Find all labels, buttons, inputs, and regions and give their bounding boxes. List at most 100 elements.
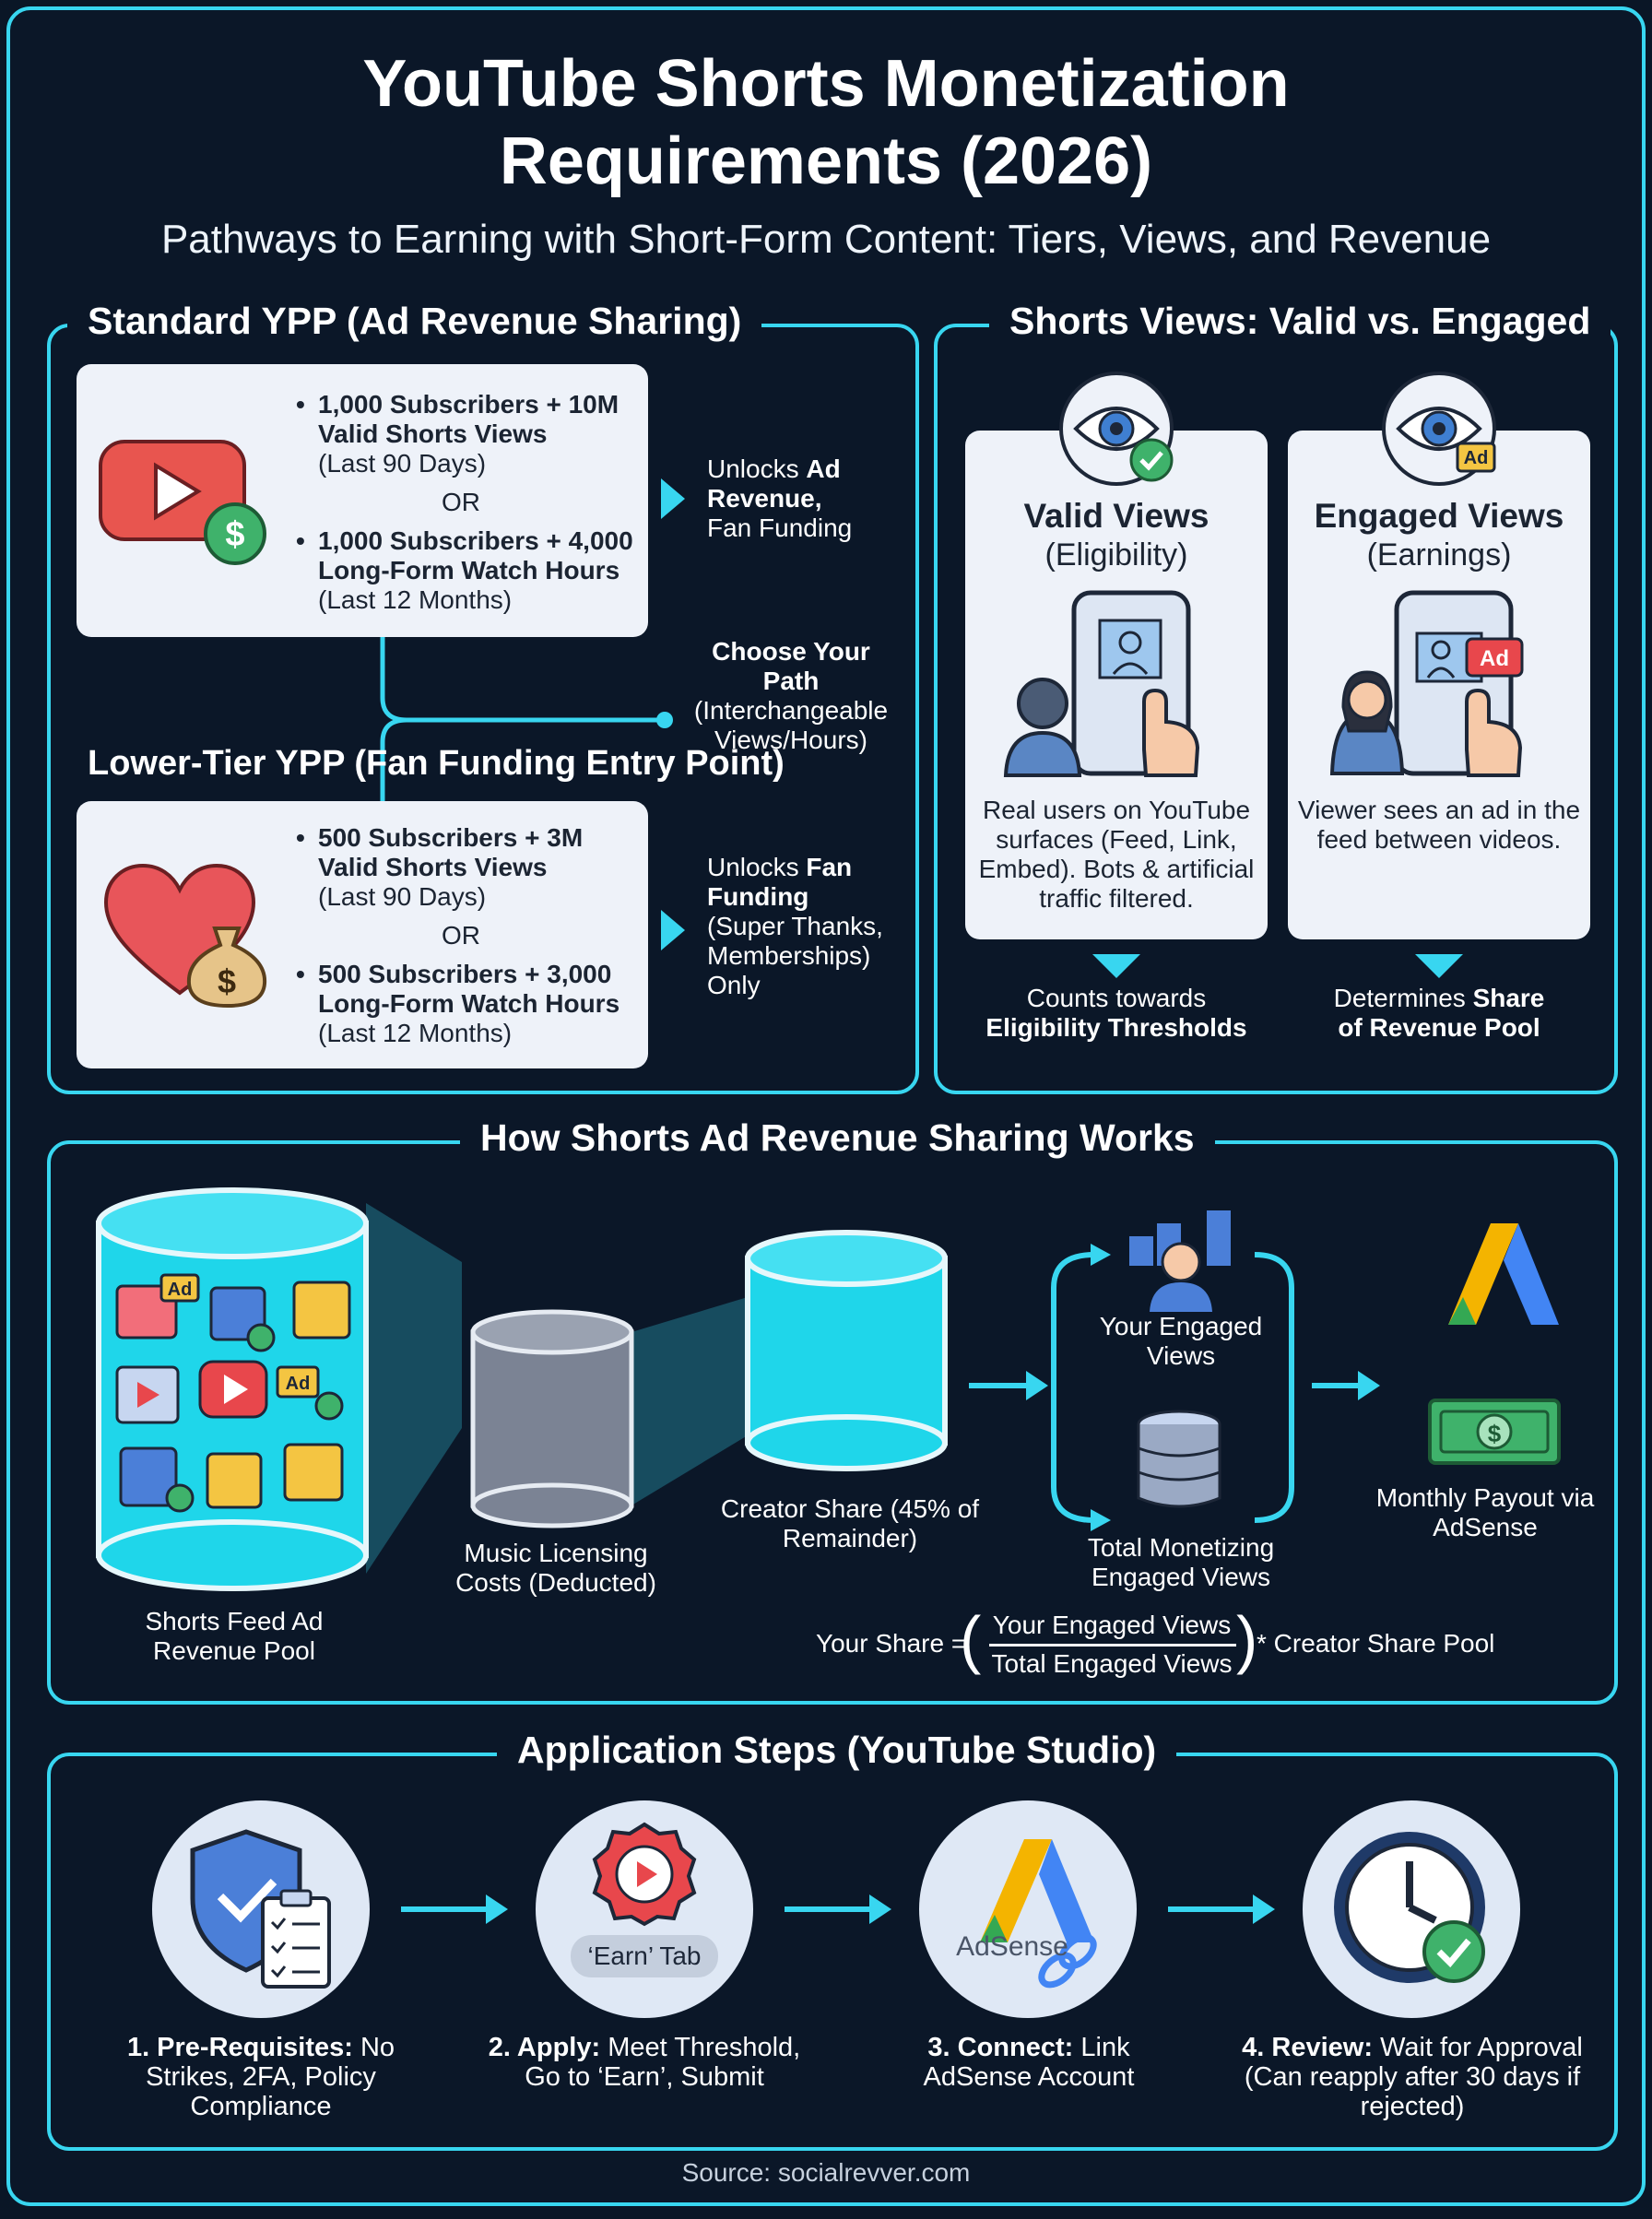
standard-arrow bbox=[661, 478, 685, 519]
standard-req-1: • 1,000 Subscribers + 10M Valid Shorts V… bbox=[296, 390, 620, 478]
step-3-rest: Link AdSense Account bbox=[923, 2033, 1135, 2092]
svg-text:$: $ bbox=[218, 962, 236, 1000]
valid-views-desc: Real users on YouTube surfaces (Feed, Li… bbox=[978, 796, 1255, 913]
engaged-bottom-plain: Determines bbox=[1333, 984, 1466, 1012]
creator-share-label: Creator Share (45% of Remainder) bbox=[720, 1494, 980, 1552]
ad-badge-text: Ad bbox=[1480, 646, 1509, 671]
valid-bottom-line2: Eligibility Thresholds bbox=[985, 1013, 1247, 1042]
user-chart-icon bbox=[1129, 1210, 1231, 1312]
valid-views-title: Valid Views bbox=[1023, 497, 1210, 535]
standard-req-1-note: (Last 90 Days) bbox=[318, 449, 487, 478]
choose-path-note: Choose Your Path (Interchangeable Views/… bbox=[685, 637, 897, 755]
earn-tab-pill: ‘Earn’ Tab bbox=[571, 1935, 718, 1977]
standard-ypp-title: Standard YPP (Ad Revenue Sharing) bbox=[67, 300, 762, 343]
revenue-title: How Shorts Ad Revenue Sharing Works bbox=[460, 1116, 1215, 1160]
database-icon bbox=[1137, 1410, 1221, 1508]
formula-suffix: * Creator Share Pool bbox=[1257, 1629, 1495, 1658]
engaged-views-arrow bbox=[1415, 954, 1463, 978]
lower-unlocks: Unlocks Fan Funding (Super Thanks, Membe… bbox=[707, 853, 891, 1000]
page-title: YouTube Shorts Monetization Requirements… bbox=[10, 45, 1642, 200]
lower-unlock-prefix: Unlocks bbox=[707, 853, 799, 881]
step-2-bold: 2. Apply: bbox=[488, 2033, 601, 2062]
creator-share-cylinder bbox=[745, 1230, 948, 1471]
step-4-bold: 4. Review: bbox=[1242, 2033, 1374, 2062]
adsense-wordmark: AdSense bbox=[956, 1931, 1068, 1962]
choose-path-bold: Choose Your Path bbox=[712, 637, 870, 695]
step-3-bold: 3. Connect: bbox=[927, 2033, 1074, 2062]
adsense-link-icon bbox=[980, 1839, 1097, 1989]
step-1-bold: 1. Pre-Requisites: bbox=[126, 2033, 353, 2062]
step-4-text: 4. Review: Wait for Approval (Can reappl… bbox=[1233, 2033, 1592, 2121]
eye-check-icon bbox=[1059, 372, 1174, 486]
step-arrows bbox=[401, 1894, 1275, 1924]
step-2-rest: Meet Threshold, Go to ‘Earn’, Submit bbox=[525, 2033, 801, 2092]
lower-arrow bbox=[661, 910, 685, 950]
formula-denominator: Total Engaged Views bbox=[991, 1649, 1233, 1678]
eye-ad-icon: Ad bbox=[1382, 372, 1496, 486]
your-engaged-views-label: Your Engaged Views bbox=[1099, 1312, 1263, 1370]
formula-close-paren: ) bbox=[1236, 1603, 1258, 1675]
page-subtitle: Pathways to Earning with Short-Form Cont… bbox=[160, 217, 1492, 262]
monthly-payout-label: Monthly Payout via AdSense bbox=[1375, 1483, 1595, 1541]
music-cost-cylinder bbox=[470, 1309, 634, 1529]
revenue-flow-diagram: Ad Ad bbox=[96, 1187, 1561, 1591]
adsense-payout-icon: $ bbox=[1428, 1223, 1561, 1465]
steps-title: Application Steps (YouTube Studio) bbox=[497, 1729, 1177, 1772]
valid-views-bottom: Counts towards Eligibility Thresholds bbox=[965, 984, 1268, 1043]
step-2-circle: ‘Earn’ Tab bbox=[536, 1800, 753, 2018]
standard-or: OR bbox=[442, 488, 480, 516]
lower-unlock-bold: Fan Funding bbox=[707, 853, 853, 911]
pool-ad-badge-2: Ad bbox=[286, 1374, 311, 1394]
lower-req-2: • 500 Subscribers + 3,000 Long-Form Watc… bbox=[296, 960, 620, 1047]
eye-ad-badge: Ad bbox=[1464, 448, 1489, 468]
engaged-views-bottom: Determines Share of Revenue Pool bbox=[1288, 984, 1590, 1043]
standard-unlocks: Unlocks Ad Revenue, Fan Funding bbox=[707, 454, 891, 543]
standard-unlock-bold: Ad Revenue, bbox=[707, 454, 841, 513]
phone-user-icon bbox=[1003, 590, 1200, 777]
formula-numerator: Your Engaged Views bbox=[992, 1611, 1232, 1639]
valid-views-arrow bbox=[1092, 954, 1140, 978]
valid-views-card: Valid Views (Eligibility) Real users on … bbox=[965, 431, 1268, 939]
choose-path-rest: (Interchangeable Views/Hours) bbox=[693, 696, 889, 754]
clock-check-icon bbox=[1334, 1832, 1485, 1983]
lower-ypp-title: Lower-Tier YPP (Fan Funding Entry Point) bbox=[88, 744, 785, 783]
standard-req-1-text: 1,000 Subscribers + 10M Valid Shorts Vie… bbox=[318, 390, 620, 448]
revenue-pool-label: Shorts Feed Ad Revenue Pool bbox=[145, 1607, 324, 1665]
path-connector bbox=[380, 637, 673, 803]
formula-open-paren: ( bbox=[960, 1603, 982, 1675]
lower-req-1-text: 500 Subscribers + 3M Valid Shorts Views bbox=[318, 823, 584, 881]
heart-money-bag-icon: $ bbox=[103, 863, 267, 1009]
lower-req-1-note: (Last 90 Days) bbox=[318, 882, 487, 911]
step-1-text: 1. Pre-Requisites: No Strikes, 2FA, Poli… bbox=[80, 2033, 442, 2121]
lower-req-2-text: 500 Subscribers + 3,000 Long-Form Watch … bbox=[318, 960, 620, 1018]
shorts-tiles: Ad Ad bbox=[115, 1273, 351, 1513]
total-engaged-views-label: Total Monetizing Engaged Views bbox=[1087, 1533, 1275, 1591]
share-formula: Your Share = ( Your Engaged Views Total … bbox=[816, 1607, 1498, 1678]
step-3-circle: AdSense bbox=[919, 1800, 1137, 2018]
lower-req-1: • 500 Subscribers + 3M Valid Shorts View… bbox=[296, 823, 584, 911]
step-1-rest: No Strikes, 2FA, Policy Compliance bbox=[146, 2033, 395, 2121]
phone-ad-icon: Ad bbox=[1329, 590, 1524, 777]
step-2-text: 2. Apply: Meet Threshold, Go to ‘Earn’, … bbox=[482, 2033, 807, 2092]
formula-fraction-bar bbox=[989, 1644, 1236, 1647]
views-title: Shorts Views: Valid vs. Engaged bbox=[989, 300, 1611, 343]
svg-text:$: $ bbox=[225, 515, 244, 554]
formula-prefix: Your Share = bbox=[816, 1629, 967, 1658]
engaged-bottom-bold1: Share bbox=[1472, 984, 1545, 1012]
step-4-rest: Wait for Approval (Can reapply after 30 … bbox=[1244, 2033, 1583, 2121]
standard-unlock-rest: Fan Funding bbox=[707, 513, 853, 542]
step-1-circle bbox=[152, 1800, 370, 2018]
source-credit: Source: socialrevver.com bbox=[681, 2158, 971, 2187]
engaged-bottom-bold2: of Revenue Pool bbox=[1338, 1013, 1540, 1042]
valid-bottom-line1: Counts towards bbox=[1026, 984, 1207, 1012]
title-line-1: YouTube Shorts Monetization bbox=[362, 47, 1290, 121]
pool-ad-badge-1: Ad bbox=[168, 1280, 193, 1300]
lower-req-2-note: (Last 12 Months) bbox=[318, 1019, 513, 1047]
engaged-views-card: Engaged Views (Earnings) Ad Viewer sees … bbox=[1288, 431, 1590, 939]
standard-req-2-note: (Last 12 Months) bbox=[318, 585, 513, 614]
standard-req-2: • 1,000 Subscribers + 4,000 Long-Form Wa… bbox=[296, 526, 633, 614]
svg-text:$: $ bbox=[1488, 1420, 1502, 1447]
lower-unlock-rest: (Super Thanks, Memberships) Only bbox=[707, 912, 883, 999]
engaged-views-desc: Viewer sees an ad in the feed between vi… bbox=[1297, 796, 1581, 854]
shield-checklist-icon bbox=[190, 1829, 331, 1989]
